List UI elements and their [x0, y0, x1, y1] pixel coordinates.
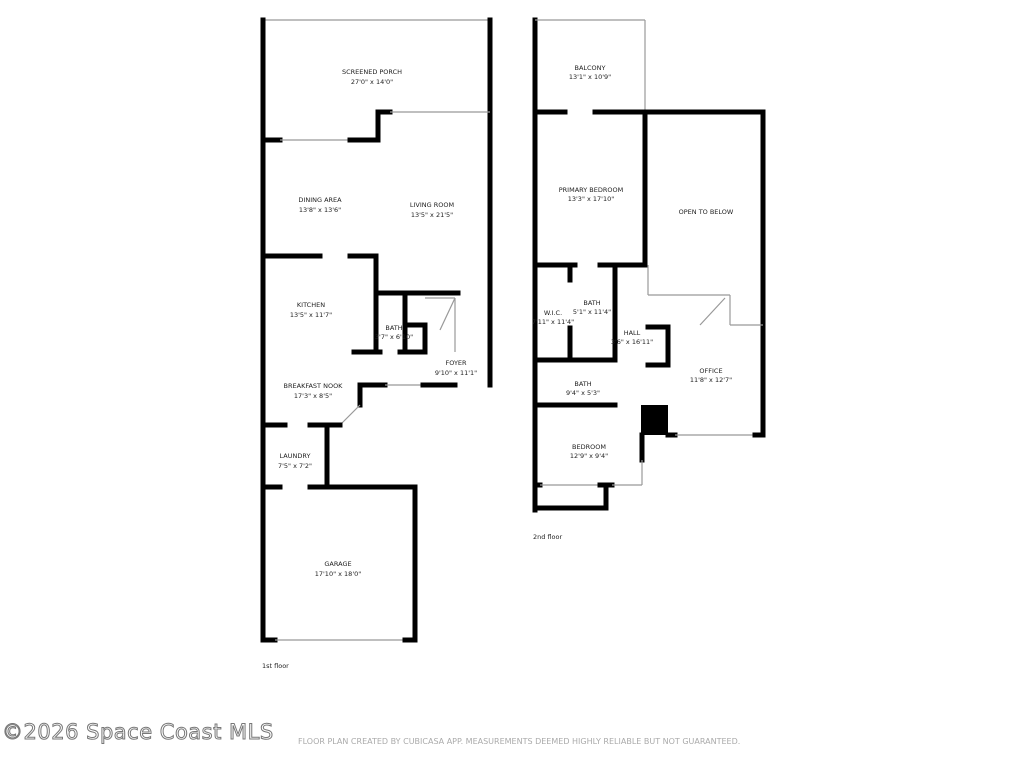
- first-floor-label: 1st floor: [262, 662, 289, 670]
- room-laundry: LAUNDRY 7'5" x 7'2": [278, 452, 312, 470]
- svg-text:BATH: BATH: [385, 324, 402, 332]
- svg-text:LIVING ROOM: LIVING ROOM: [410, 201, 454, 209]
- room-breakfast-nook: BREAKFAST NOOK 17'3" x 8'5": [284, 382, 344, 400]
- svg-text:13'5" x 11'7": 13'5" x 11'7": [290, 311, 332, 319]
- svg-text:W.I.C.: W.I.C.: [544, 309, 562, 317]
- svg-text:OFFICE: OFFICE: [699, 367, 722, 375]
- second-floor-walls: [532, 17, 766, 513]
- svg-text:3'7" x 6'10": 3'7" x 6'10": [375, 333, 413, 341]
- room-screened-porch: SCREENED PORCH 27'0" x 14'0": [342, 68, 402, 86]
- room-open-to-below: OPEN TO BELOW: [679, 208, 734, 216]
- svg-text:13'1" x 10'9": 13'1" x 10'9": [569, 73, 611, 81]
- svg-text:DINING AREA: DINING AREA: [298, 196, 342, 204]
- svg-text:9'4" x 5'3": 9'4" x 5'3": [566, 389, 600, 397]
- svg-text:LAUNDRY: LAUNDRY: [280, 452, 311, 460]
- room-living-room: LIVING ROOM 13'5" x 21'5": [410, 201, 454, 219]
- svg-text:27'0" x 14'0": 27'0" x 14'0": [351, 78, 393, 86]
- svg-text:BATH: BATH: [583, 299, 600, 307]
- svg-text:OPEN TO BELOW: OPEN TO BELOW: [679, 208, 734, 216]
- svg-text:PRIMARY BEDROOM: PRIMARY BEDROOM: [559, 186, 623, 194]
- svg-text:7'5" x 7'2": 7'5" x 7'2": [278, 462, 312, 470]
- svg-text:FOYER: FOYER: [445, 359, 467, 367]
- svg-text:17'10" x 18'0": 17'10" x 18'0": [315, 570, 361, 578]
- second-floor-label: 2nd floor: [533, 533, 562, 541]
- svg-text:HALL: HALL: [624, 329, 641, 337]
- room-dining-area: DINING AREA 13'8" x 13'6": [298, 196, 342, 214]
- svg-text:12'9" x 9'4": 12'9" x 9'4": [570, 452, 608, 460]
- svg-text:11'8" x 12'7": 11'8" x 12'7": [690, 376, 732, 384]
- room-garage: GARAGE 17'10" x 18'0": [315, 560, 361, 578]
- room-kitchen: KITCHEN 13'5" x 11'7": [290, 301, 332, 319]
- svg-text:BREAKFAST NOOK: BREAKFAST NOOK: [284, 382, 344, 390]
- svg-text:SCREENED PORCH: SCREENED PORCH: [342, 68, 402, 76]
- room-foyer: FOYER 9'10" x 11'1": [435, 359, 477, 377]
- svg-text:BALCONY: BALCONY: [574, 64, 605, 72]
- svg-text:5'1" x 11'4": 5'1" x 11'4": [573, 308, 611, 316]
- svg-text:13'5" x 21'5": 13'5" x 21'5": [411, 211, 453, 219]
- watermark: ©2026 Space Coast MLS: [2, 720, 274, 745]
- svg-text:BEDROOM: BEDROOM: [572, 443, 606, 451]
- svg-text:17'3" x 8'5": 17'3" x 8'5": [294, 392, 332, 400]
- svg-text:GARAGE: GARAGE: [324, 560, 351, 568]
- room-wic: W.I.C.7'11" x 11'4": [532, 309, 574, 326]
- svg-text:7'11" x 11'4": 7'11" x 11'4": [532, 318, 574, 326]
- first-floor-walls: [260, 17, 493, 643]
- disclaimer: FLOOR PLAN CREATED BY CUBICASA APP. MEAS…: [298, 737, 741, 746]
- svg-text:KITCHEN: KITCHEN: [297, 301, 325, 309]
- svg-text:9'10" x 11'1": 9'10" x 11'1": [435, 369, 477, 377]
- svg-text:3'6" x 16'11": 3'6" x 16'11": [611, 338, 653, 346]
- svg-text:13'8" x 13'6": 13'8" x 13'6": [299, 206, 341, 214]
- svg-text:BATH: BATH: [574, 380, 591, 388]
- svg-text:13'3" x 17'10": 13'3" x 17'10": [568, 195, 614, 203]
